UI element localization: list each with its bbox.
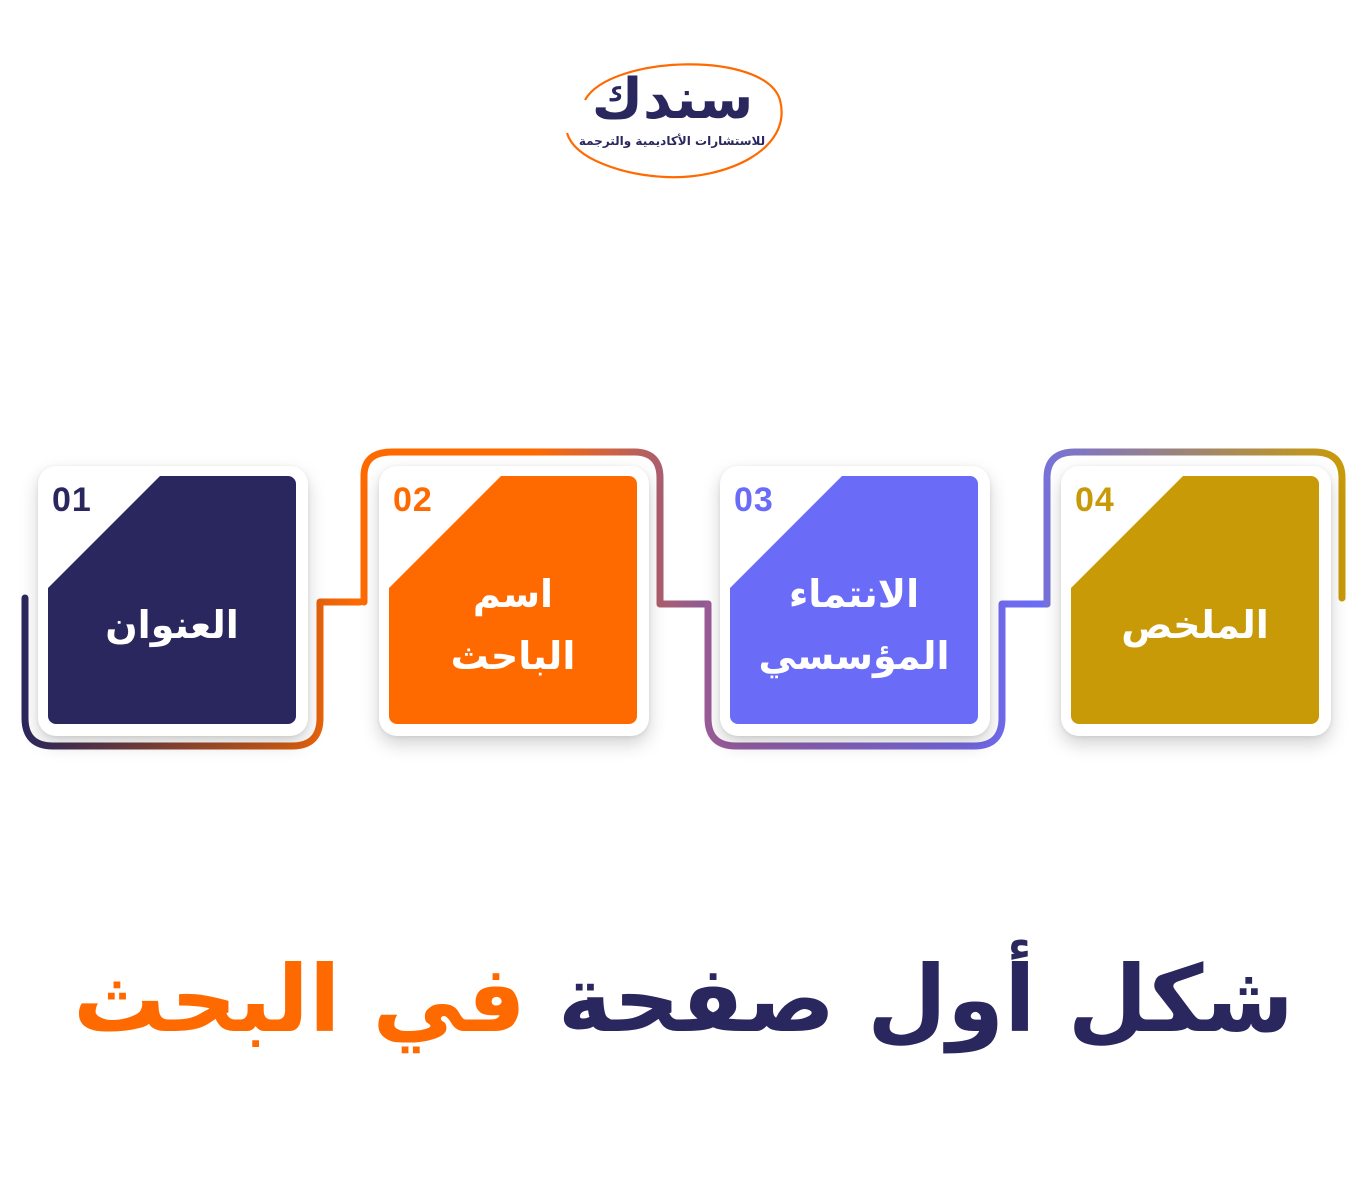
logo-wordmark: سندك xyxy=(591,67,754,132)
connector-1 xyxy=(21,594,364,750)
step-label-4: الملخص xyxy=(1121,603,1269,647)
step-card-4: 04 الملخص xyxy=(1061,466,1331,736)
step-card-3: 03 الانتماء المؤسسي xyxy=(720,466,990,736)
logo-tagline: للاستشارات الأكاديمية والترجمة xyxy=(578,134,766,148)
logo-swoosh xyxy=(565,63,783,179)
step-number-4: 04 xyxy=(1075,481,1115,519)
step-number-2: 02 xyxy=(393,481,433,519)
connector-2 xyxy=(360,448,712,608)
step-number-1: 01 xyxy=(52,481,92,519)
step-number-3: 03 xyxy=(734,481,774,519)
connector-3 xyxy=(704,600,1051,750)
title-part-2: في البحث xyxy=(73,946,526,1053)
title-part-1: شكل أول صفحة xyxy=(557,946,1294,1053)
step-card-1: 01 العنوان xyxy=(38,466,308,736)
page-title: شكل أول صفحة في البحث xyxy=(0,930,1367,1070)
logo: سندك للاستشارات الأكاديمية والترجمة xyxy=(555,55,790,185)
step-label-3: الانتماء المؤسسي xyxy=(758,572,950,678)
step-label-2: اسم الباحث xyxy=(450,572,576,678)
step-card-2: 02 اسم الباحث xyxy=(379,466,649,736)
connector-4 xyxy=(1043,448,1346,608)
step-label-1: العنوان xyxy=(105,603,239,647)
